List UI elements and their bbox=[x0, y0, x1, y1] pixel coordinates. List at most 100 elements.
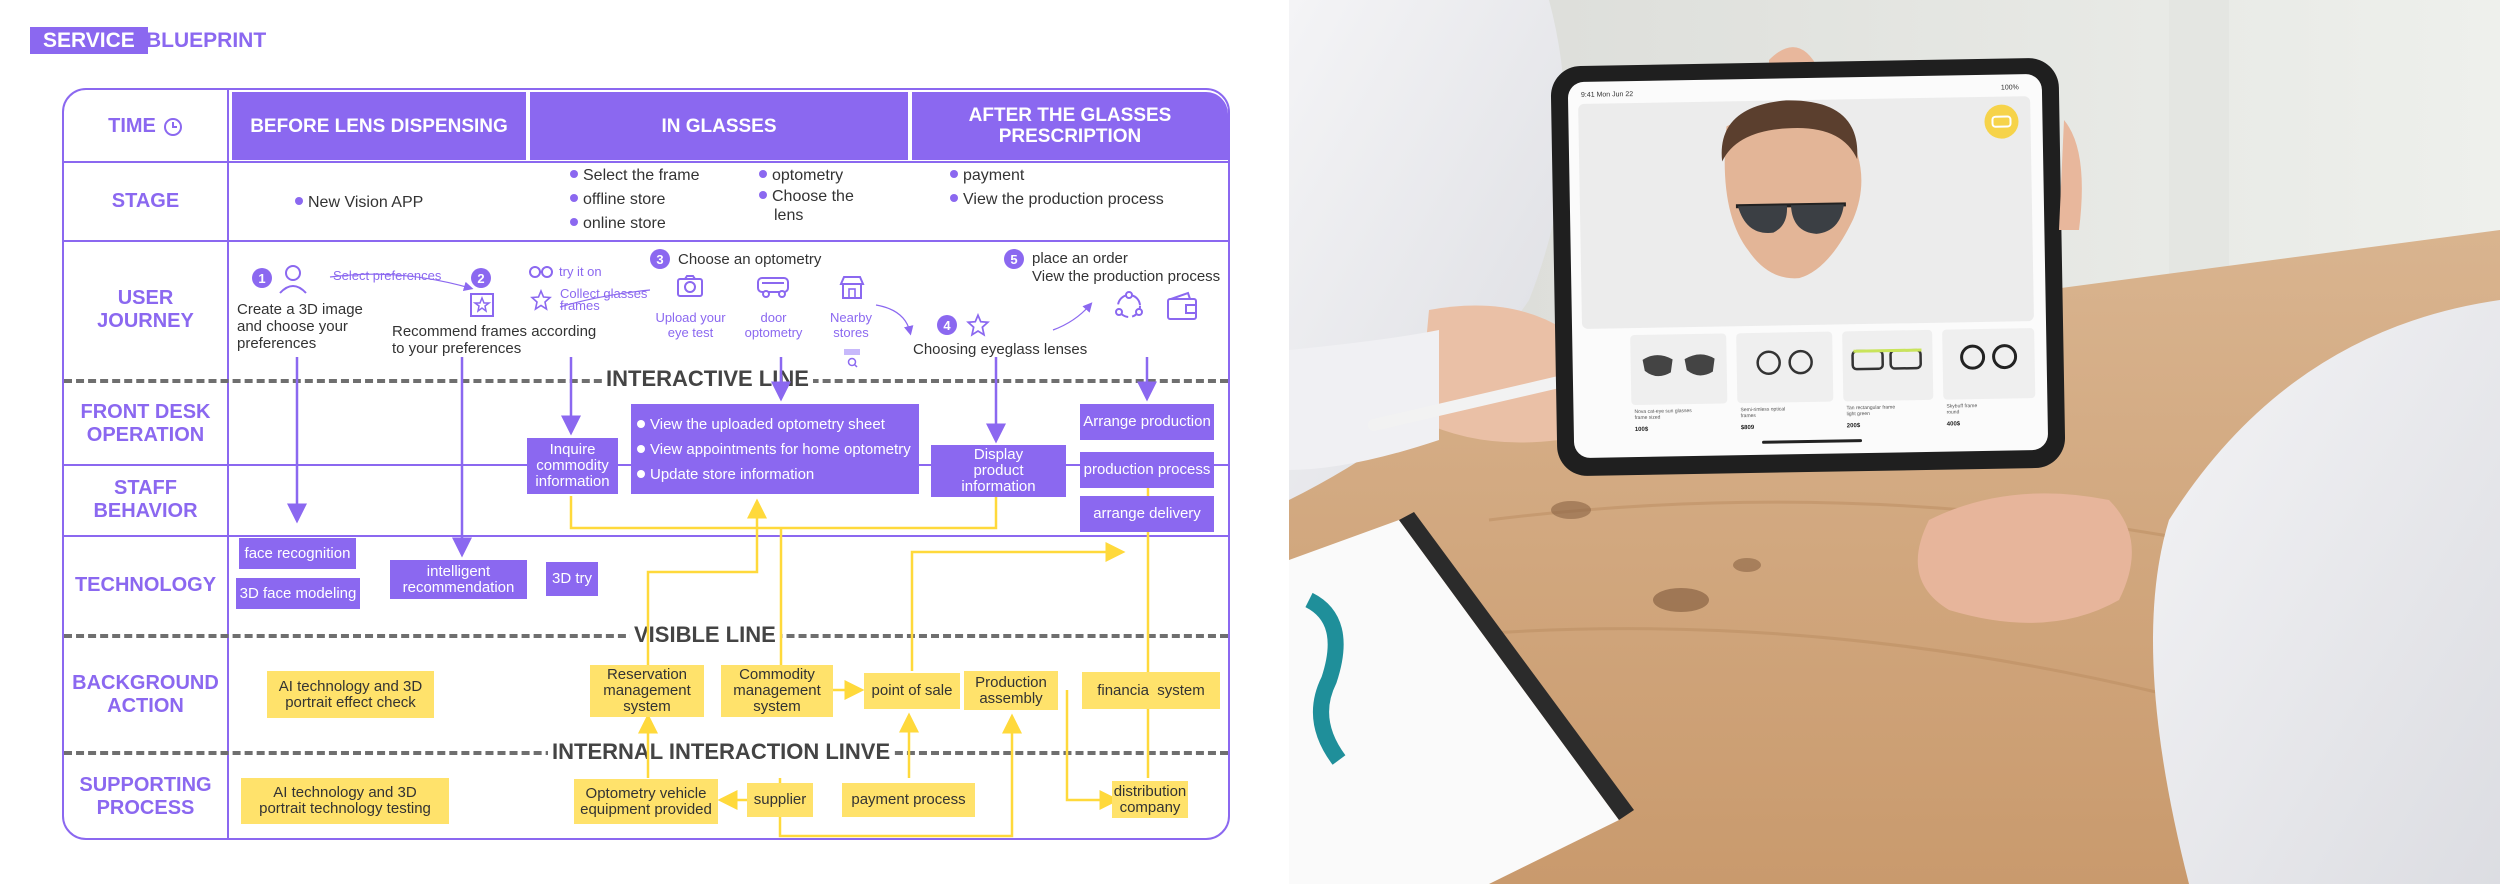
upload-eye-test-label: Upload your eye test bbox=[653, 310, 728, 340]
payment-process-box: payment process bbox=[842, 783, 975, 817]
try-it-on-label: try it on bbox=[559, 264, 602, 279]
conn-to-reservation bbox=[648, 528, 757, 665]
step-2-line1: Recommend frames according bbox=[392, 323, 596, 340]
face-modeling-box: 3D face modeling bbox=[236, 578, 360, 609]
ai-effect-line2: portrait effect check bbox=[285, 695, 416, 711]
star-icon bbox=[530, 289, 552, 311]
inquire-line1: Inquire bbox=[550, 442, 596, 458]
reservation-line1: Reservation bbox=[607, 667, 687, 683]
ai-testing-box: AI technology and 3D portrait technology… bbox=[241, 778, 449, 824]
arrow-to-step5 bbox=[1053, 305, 1090, 330]
step-5-badge: 5 bbox=[1004, 249, 1024, 269]
store-icon bbox=[838, 274, 866, 300]
step-1-text: Create a 3D image and choose your prefer… bbox=[237, 301, 363, 352]
commodity-line2: management bbox=[733, 683, 821, 699]
intelligent-recommendation-box: intelligent recommendation bbox=[390, 560, 527, 599]
vehicle-icon bbox=[756, 275, 792, 299]
product-2-price: $809 bbox=[1741, 425, 1755, 431]
ai-testing-line2: portrait technology testing bbox=[259, 801, 431, 817]
step-5-line2: View the production process bbox=[1032, 268, 1220, 286]
star-outline-icon bbox=[966, 313, 990, 337]
camera-icon bbox=[676, 274, 704, 298]
production-process-box: production process bbox=[1080, 452, 1214, 488]
conn-inquire-display bbox=[571, 496, 996, 528]
tablet-status-left: 9:41 Mon Jun 22 bbox=[1581, 91, 1633, 99]
inquire-line3: information bbox=[535, 474, 609, 490]
production-assembly-line1: Production bbox=[975, 675, 1047, 691]
arrange-delivery-box: arrange delivery bbox=[1080, 496, 1214, 532]
product-2-name-2: frames bbox=[1741, 413, 1757, 419]
nearby-line2: stores bbox=[820, 325, 882, 340]
nearby-stores-label: Nearby stores bbox=[820, 310, 882, 340]
task-view-sheet: View the uploaded optometry sheet bbox=[637, 412, 919, 437]
step-4-text: Choosing eyeglass lenses bbox=[913, 340, 1087, 359]
display-line2: product bbox=[973, 463, 1023, 479]
step-1-badge: 1 bbox=[252, 268, 272, 288]
production-assembly-line2: assembly bbox=[979, 691, 1042, 707]
upload-line2: eye test bbox=[653, 325, 728, 340]
door-line2: optometry bbox=[741, 325, 806, 340]
reservation-system-box: Reservation management system bbox=[590, 665, 704, 717]
commodity-system-box: Commodity management system bbox=[721, 665, 833, 717]
person-icon bbox=[276, 261, 310, 295]
door-line1: door bbox=[741, 310, 806, 325]
financial-system-box: financia system bbox=[1082, 672, 1220, 709]
production-assembly-box: Production assembly bbox=[964, 671, 1058, 710]
vehicle-line1: Optometry vehicle bbox=[586, 786, 707, 802]
step-2-text: Recommend frames according to your prefe… bbox=[392, 323, 596, 357]
select-preferences-label: Select preferences bbox=[333, 268, 441, 283]
product-4-name-2: round bbox=[1947, 409, 1960, 415]
step-1-line2: and choose your bbox=[237, 318, 363, 335]
cycle-icon bbox=[1113, 290, 1145, 322]
product-1-price: 100$ bbox=[1635, 427, 1649, 433]
inquire-commodity-box: Inquire commodity information bbox=[527, 438, 618, 494]
ai-testing-line1: AI technology and 3D bbox=[273, 785, 416, 801]
distribution-company-box: distribution company bbox=[1112, 781, 1188, 818]
collect-frames-label: Collect glasses frames bbox=[560, 288, 647, 312]
step-5-text: place an order View the production proce… bbox=[1032, 250, 1220, 286]
product-1-name-2: frame sized bbox=[1635, 415, 1661, 421]
step-1-line3: preferences bbox=[237, 335, 363, 352]
ai-effect-check-box: AI technology and 3D portrait effect che… bbox=[267, 671, 434, 718]
try-3d-box: 3D try bbox=[546, 562, 598, 596]
distribution-line1: distribution bbox=[1114, 784, 1187, 800]
wallet-icon bbox=[1166, 291, 1198, 321]
reservation-line2: management bbox=[603, 683, 691, 699]
glasses-icon bbox=[528, 263, 554, 279]
supplier-box: supplier bbox=[747, 783, 813, 817]
conn-supplier-to-assembly bbox=[780, 721, 1012, 836]
upload-line1: Upload your bbox=[653, 310, 728, 325]
nearby-line1: Nearby bbox=[820, 310, 882, 325]
commodity-line3: system bbox=[753, 699, 801, 715]
distribution-line2: company bbox=[1120, 800, 1181, 816]
search-store-icon bbox=[842, 347, 862, 369]
intelligent-line1: intelligent bbox=[427, 564, 490, 580]
task-update-store: Update store information bbox=[637, 462, 919, 487]
intelligent-line2: recommendation bbox=[403, 580, 515, 596]
step-1-line1: Create a 3D image bbox=[237, 301, 363, 318]
tablet-status-right: 100% bbox=[2001, 84, 2019, 91]
display-line1: Display bbox=[974, 447, 1023, 463]
optometry-vehicle-box: Optometry vehicle equipment provided bbox=[574, 779, 718, 824]
arrange-production-box: Arrange production bbox=[1080, 404, 1214, 440]
door-optometry-label: door optometry bbox=[741, 310, 806, 340]
step-4-badge: 4 bbox=[937, 315, 957, 335]
conn-pos-to-production bbox=[912, 552, 1118, 671]
inquire-line2: commodity bbox=[536, 458, 609, 474]
step-3-text: Choose an optometry bbox=[678, 250, 821, 269]
optometry-tasks-box: View the uploaded optometry sheet View a… bbox=[631, 404, 919, 494]
commodity-line1: Commodity bbox=[739, 667, 815, 683]
step-5-line1: place an order bbox=[1032, 250, 1220, 268]
display-line3: information bbox=[961, 479, 1035, 495]
product-3-price: 200$ bbox=[1847, 423, 1861, 429]
step-2-badge: 2 bbox=[471, 268, 491, 288]
star-frame-icon bbox=[469, 292, 495, 318]
task-view-appointments: View appointments for home optometry bbox=[637, 437, 919, 462]
point-of-sale-box: point of sale bbox=[864, 673, 960, 709]
ai-effect-line1: AI technology and 3D bbox=[279, 679, 422, 695]
step-3-badge: 3 bbox=[650, 249, 670, 269]
vehicle-line2: equipment provided bbox=[580, 802, 712, 818]
product-3-name-2: light green bbox=[1847, 411, 1871, 417]
display-product-box: Display product information bbox=[931, 445, 1066, 497]
face-recognition-box: face recognition bbox=[239, 538, 356, 569]
